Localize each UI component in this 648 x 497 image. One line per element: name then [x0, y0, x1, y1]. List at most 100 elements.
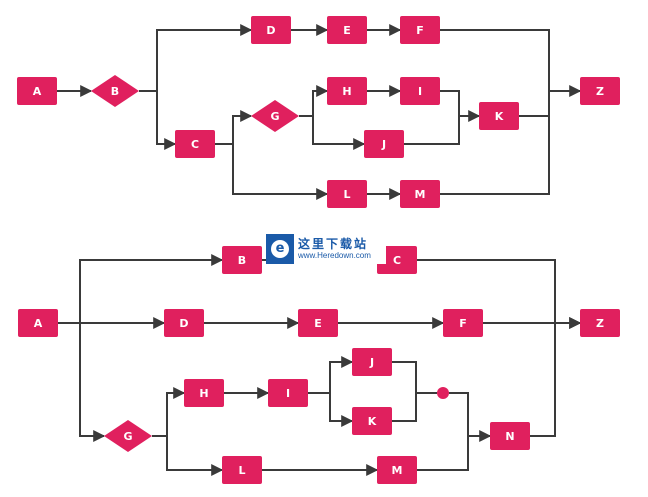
- node-join[interactable]: [437, 387, 449, 399]
- node-h[interactable]: H: [327, 77, 367, 105]
- node-label: Z: [596, 85, 604, 98]
- node-label: D: [266, 24, 275, 37]
- process-box: [580, 77, 620, 105]
- process-box: [184, 379, 224, 407]
- node-label: F: [459, 317, 467, 330]
- node-label: J: [369, 356, 374, 369]
- edge-m-n: [417, 436, 469, 471]
- process-box: [18, 309, 58, 337]
- node-a[interactable]: A: [17, 77, 57, 105]
- node-b[interactable]: B: [91, 75, 139, 107]
- node-label: Z: [596, 317, 604, 330]
- process-box: [327, 180, 367, 208]
- edge-i-j: [308, 356, 354, 394]
- node-l[interactable]: L: [222, 456, 262, 484]
- edge-k-z: [519, 91, 550, 117]
- edge-m-z: [440, 116, 550, 195]
- edge-a-g: [79, 323, 106, 442]
- edge-g-h: [299, 85, 329, 117]
- process-box: [17, 77, 57, 105]
- edge-c-z: [417, 259, 582, 329]
- edge-b-d: [139, 24, 253, 92]
- process-box: [327, 16, 367, 44]
- decision-diamond: [251, 100, 299, 132]
- bottom-flow-nodes: A B C D E F G H I J K L M N Z: [18, 246, 620, 484]
- edges-layer: [57, 24, 582, 476]
- watermark-url: www.Heredown.com: [298, 251, 371, 260]
- node-label: I: [286, 387, 290, 400]
- node-j[interactable]: J: [364, 130, 404, 158]
- edge-g-l: [166, 436, 224, 476]
- node-m[interactable]: M: [400, 180, 440, 208]
- node-label: K: [368, 415, 377, 428]
- edge-i-k: [329, 393, 354, 427]
- node-label: B: [238, 254, 246, 267]
- watermark-logo-icon: e: [266, 234, 294, 264]
- edge-f-z: [440, 29, 582, 97]
- process-box: [268, 379, 308, 407]
- node-d[interactable]: D: [251, 16, 291, 44]
- node-label: G: [123, 430, 132, 443]
- process-box: [400, 77, 440, 105]
- edge-i-k: [440, 90, 481, 122]
- node-i[interactable]: I: [400, 77, 440, 105]
- node-label: B: [111, 85, 119, 98]
- node-label: G: [270, 110, 279, 123]
- process-box: [298, 309, 338, 337]
- watermark-logo-glyph: e: [271, 240, 289, 258]
- node-d[interactable]: D: [164, 309, 204, 337]
- nodes-layer: A B C D E F G H I J K L M Z A B C D E F G H I J K L M N Z: [17, 16, 620, 484]
- process-box: [400, 180, 440, 208]
- node-label: L: [343, 188, 350, 201]
- bottom-flow-edges: [58, 254, 582, 476]
- watermark-text: 这里下载站 www.Heredown.com: [298, 237, 371, 261]
- process-box: [175, 130, 215, 158]
- node-label: K: [495, 110, 504, 123]
- node-h[interactable]: H: [184, 379, 224, 407]
- junction-dot: [437, 387, 449, 399]
- node-label: A: [33, 85, 42, 98]
- node-b[interactable]: B: [222, 246, 262, 274]
- top-flow-nodes: A B C D E F G H I J K L M Z: [17, 16, 620, 208]
- node-g[interactable]: G: [104, 420, 152, 452]
- process-box: [580, 309, 620, 337]
- edge-n-z: [530, 323, 556, 437]
- node-z[interactable]: Z: [580, 309, 620, 337]
- edge-k-join: [392, 393, 417, 422]
- node-i[interactable]: I: [268, 379, 308, 407]
- node-z[interactable]: Z: [580, 77, 620, 105]
- node-label: A: [34, 317, 43, 330]
- edge-c-l: [232, 144, 329, 200]
- process-box: [490, 422, 530, 450]
- node-e[interactable]: E: [298, 309, 338, 337]
- node-k[interactable]: K: [479, 102, 519, 130]
- node-label: H: [199, 387, 208, 400]
- process-box: [222, 456, 262, 484]
- node-g[interactable]: G: [251, 100, 299, 132]
- edge-g-h: [152, 387, 186, 437]
- node-l[interactable]: L: [327, 180, 367, 208]
- node-label: I: [418, 85, 422, 98]
- watermark-title: 这里下载站: [298, 237, 369, 251]
- node-c[interactable]: C: [377, 246, 417, 274]
- edge-c-g: [215, 110, 253, 145]
- process-box: [364, 130, 404, 158]
- process-box: [251, 16, 291, 44]
- node-k[interactable]: K: [352, 407, 392, 435]
- node-label: E: [343, 24, 351, 37]
- process-box: [164, 309, 204, 337]
- node-c[interactable]: C: [175, 130, 215, 158]
- decision-diamond: [91, 75, 139, 107]
- edge-g-j: [312, 116, 366, 150]
- node-label: E: [314, 317, 322, 330]
- node-n[interactable]: N: [490, 422, 530, 450]
- node-j[interactable]: J: [352, 348, 392, 376]
- node-e[interactable]: E: [327, 16, 367, 44]
- node-a[interactable]: A: [18, 309, 58, 337]
- node-f[interactable]: F: [400, 16, 440, 44]
- process-box: [222, 246, 262, 274]
- node-m[interactable]: M: [377, 456, 417, 484]
- edge-a-b: [79, 254, 224, 323]
- node-label: L: [238, 464, 245, 477]
- node-f[interactable]: F: [443, 309, 483, 337]
